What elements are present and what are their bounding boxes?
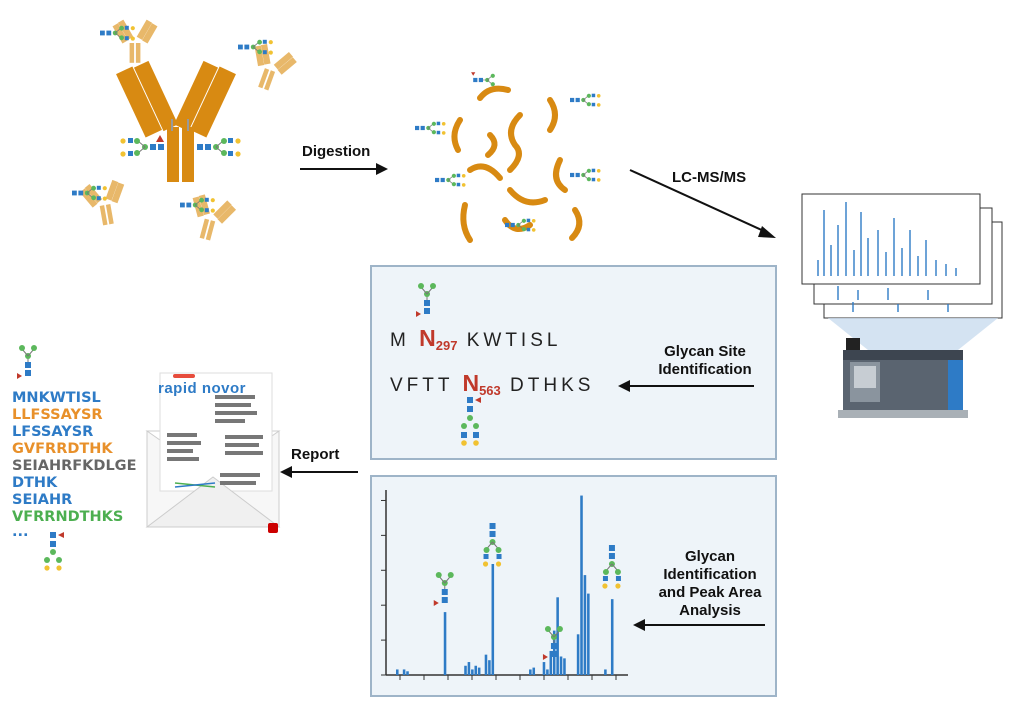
chart-bar — [532, 667, 536, 675]
chart-bar — [604, 669, 607, 675]
seq1-prefix: M — [390, 330, 410, 351]
chart-bar — [559, 656, 563, 675]
mini-antibody — [183, 191, 238, 245]
glycan-structure-icon — [433, 571, 455, 607]
lcms-arrow — [629, 169, 776, 238]
chart-bar — [406, 671, 409, 675]
glycan-site-panel — [370, 265, 777, 460]
glycan-structure-icon — [482, 522, 503, 568]
chart-bar — [546, 669, 549, 675]
glycan-peak-chart — [381, 490, 628, 680]
chart-bar — [402, 669, 406, 675]
seq2-prefix: VFTT — [390, 375, 454, 396]
chart-bar — [556, 597, 559, 675]
glycan-id-arrow — [633, 619, 765, 631]
chart-bar — [576, 634, 580, 675]
chart-bar — [563, 658, 566, 675]
chart-bar — [471, 669, 474, 675]
site-glycan-bottom — [461, 397, 481, 446]
chart-bar — [484, 654, 488, 675]
antibody-illustration — [71, 19, 300, 245]
report-document — [145, 372, 281, 533]
peptide-glycan-bottom — [44, 532, 64, 571]
peptide-item: LLFSSAYSR — [12, 407, 103, 423]
peptide-item: VFRRNDTHKS — [12, 509, 124, 525]
mini-antibody — [112, 19, 158, 63]
sequence-line-1: M N297 KWTISL — [390, 325, 561, 353]
chart-bar — [467, 662, 471, 675]
glycosite-n563: N563 — [462, 370, 501, 398]
chart-bar — [474, 665, 478, 675]
mini-antibody — [242, 40, 300, 97]
peptide-item: MNKWTISL — [12, 390, 101, 406]
chart-bar — [549, 650, 553, 675]
chart-bar — [529, 669, 532, 675]
report-label: Report — [291, 446, 340, 463]
lcms-label: LC-MS/MS — [672, 169, 747, 186]
chart-bar — [580, 495, 583, 675]
glycan-site-label: Glycan Site Identification — [658, 343, 752, 378]
mass-spectra-and-instrument — [801, 193, 1003, 418]
seq1-suffix: KWTISL — [466, 330, 562, 351]
glycan-site-arrow — [618, 380, 754, 392]
chart-bar — [491, 564, 495, 675]
site-glycan-top — [415, 282, 437, 318]
peptide-glycan-top — [16, 344, 38, 380]
chart-bar — [464, 665, 467, 675]
sequence-line-2: VFTT N563 DTHKS — [390, 370, 594, 398]
seq2-suffix: DTHKS — [510, 375, 595, 396]
chart-bar — [396, 669, 399, 675]
glycan-structure-icon — [542, 625, 564, 661]
peptide-item: DTHK — [12, 475, 58, 491]
report-brand-accent — [173, 374, 195, 378]
chart-bar — [610, 599, 614, 675]
glycan-quant-panel — [370, 475, 777, 697]
digested-peptides — [414, 71, 601, 243]
chart-bar — [542, 662, 546, 675]
glycan-id-label: Glycan Identification and Peak Area Anal… — [658, 548, 762, 619]
chart-bar — [587, 593, 590, 675]
peptide-item: LFSSAYSR — [12, 424, 94, 440]
chart-bar — [583, 575, 587, 675]
report-brand: rapid novor — [158, 380, 247, 397]
glycan-structure-icon — [601, 544, 622, 590]
chart-bar — [477, 667, 481, 675]
digestion-label: Digestion — [302, 143, 371, 160]
peptide-item: SEIAHR — [12, 492, 73, 508]
digestion-arrow — [300, 163, 388, 175]
chart-bar — [443, 612, 447, 675]
glycosite-n297: N297 — [419, 325, 458, 353]
report-arrow — [280, 466, 358, 478]
peptide-item: SEIAHRFKDLGE — [12, 458, 137, 474]
mini-antibody — [78, 178, 131, 229]
peptide-more: ... — [12, 524, 29, 540]
peptide-item: GVFRRDTHK — [12, 441, 113, 457]
chart-bar — [488, 660, 491, 675]
main-antibody — [116, 60, 242, 182]
